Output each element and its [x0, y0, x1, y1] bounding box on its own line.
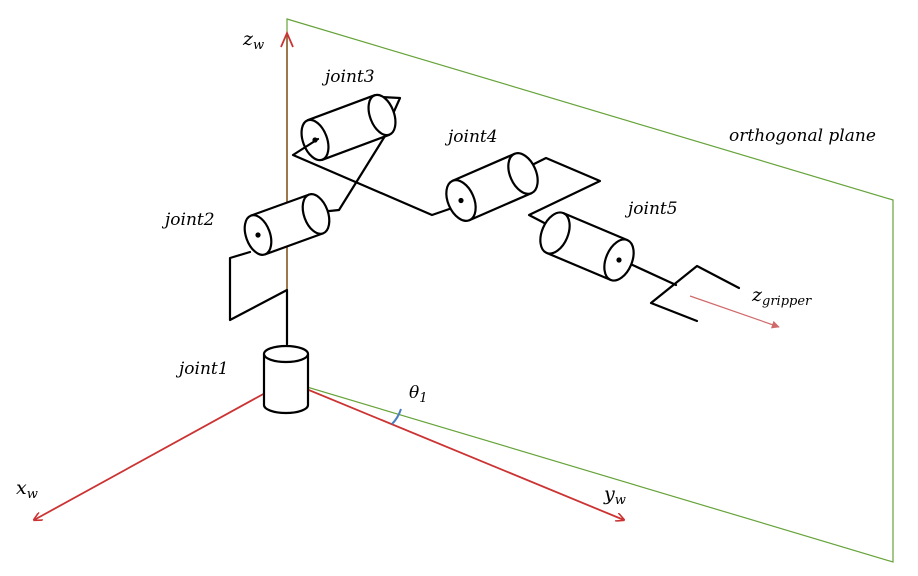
joint5-cylinder — [539, 211, 635, 282]
theta-1-label: θ1 — [409, 383, 428, 406]
joint4-cylinder — [445, 152, 539, 222]
joint4-label: joint4 — [444, 127, 498, 147]
plane-label: orthogonal plane — [729, 126, 876, 146]
joint1-cylinder — [262, 344, 310, 415]
y-w-label: yw — [603, 483, 626, 508]
z-gripper-label: zgripper — [751, 284, 812, 309]
joint1-label: joint1 — [175, 359, 229, 379]
gripper-z-axis — [689, 295, 780, 329]
joint2-cylinder — [243, 193, 331, 256]
z-axis-arrowhead — [280, 30, 294, 48]
link-joint1-joint2 — [228, 250, 289, 346]
y-axis — [286, 380, 624, 520]
link-joint4-joint5 — [524, 156, 602, 229]
joint3-label: joint3 — [321, 67, 375, 87]
joint5-label: joint5 — [624, 199, 678, 219]
x-w-label: xw — [16, 477, 38, 502]
joint2-label: joint2 — [161, 210, 215, 230]
joint3-cylinder — [300, 93, 402, 162]
x-axis — [34, 380, 288, 520]
theta-angle-arc — [391, 408, 402, 425]
link-joint5-gripper — [624, 260, 678, 287]
gripper — [649, 264, 741, 323]
link-joint3-joint4 — [291, 137, 460, 217]
z-w-label: zw — [242, 28, 264, 53]
